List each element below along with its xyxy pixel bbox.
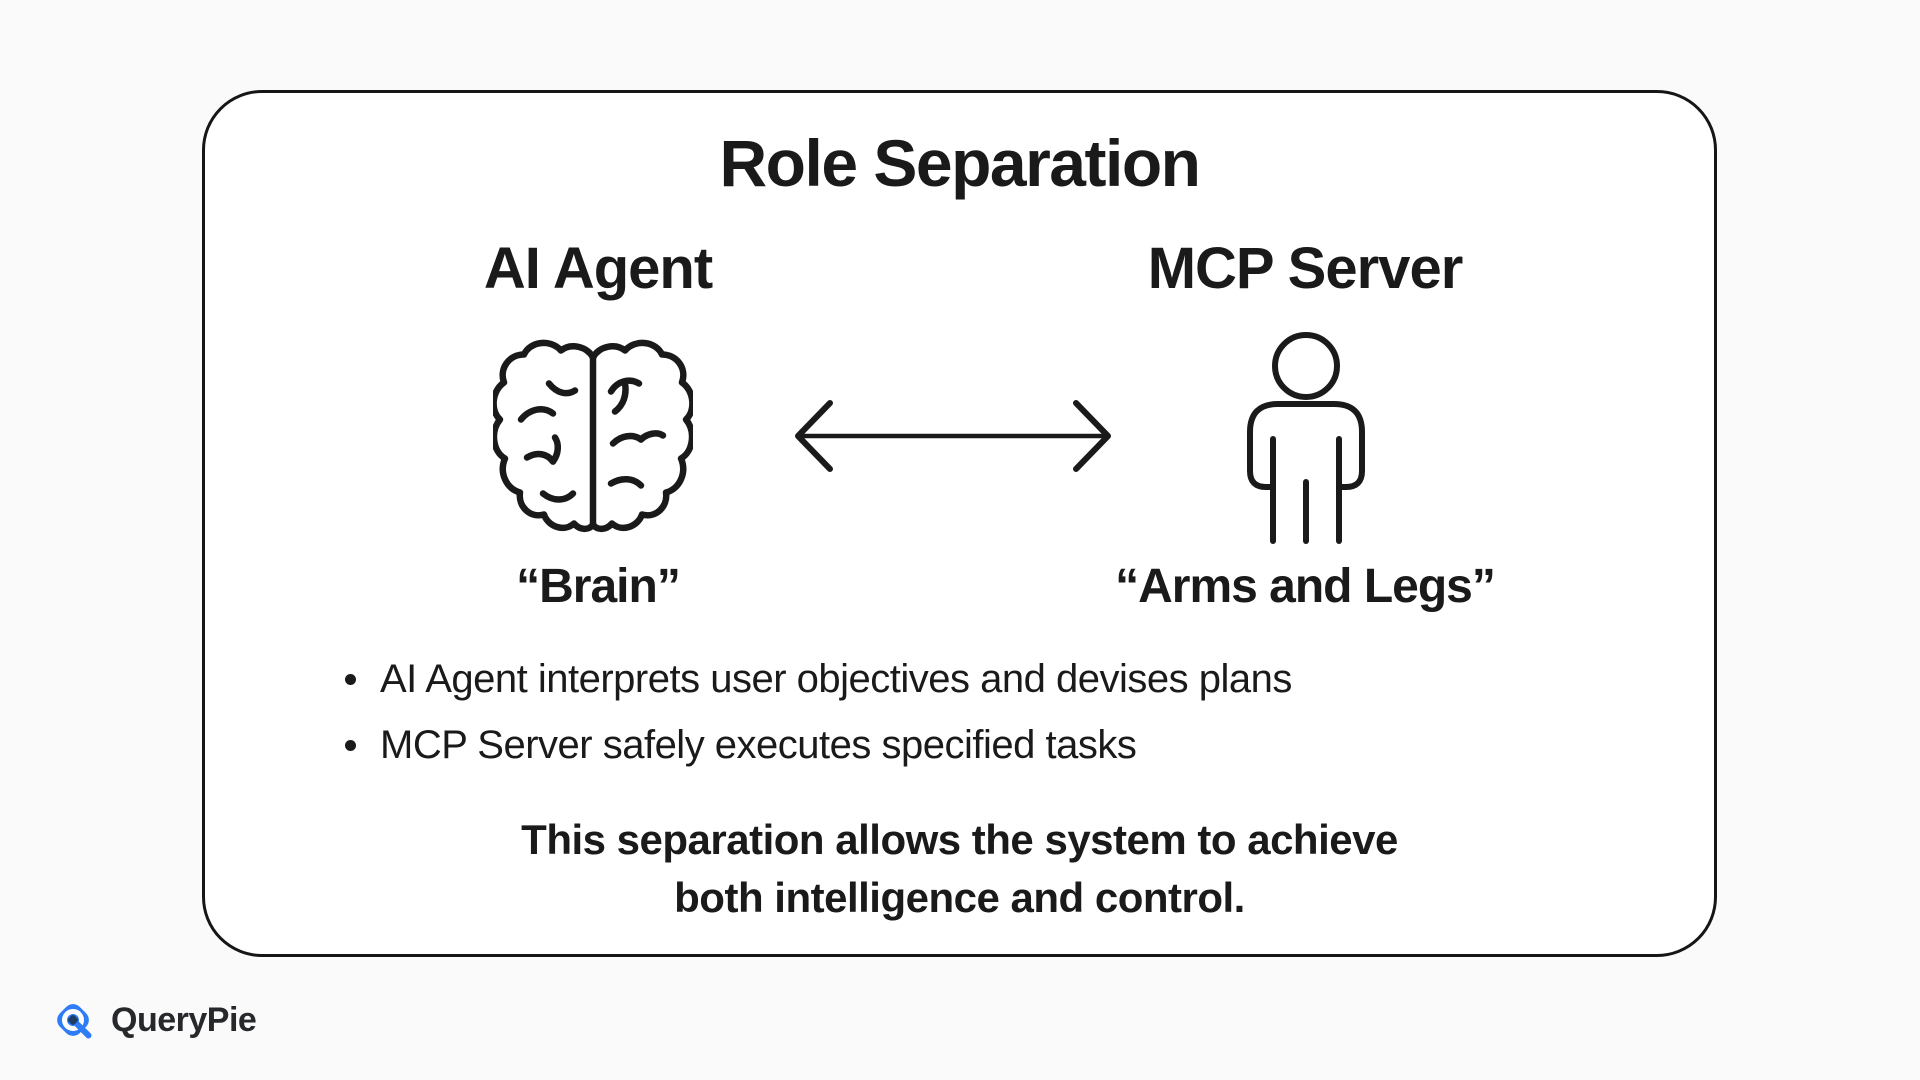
querypie-logo: QueryPie bbox=[48, 996, 257, 1044]
closing-line-1: This separation allows the system to ach… bbox=[521, 816, 1398, 863]
closing-line-2: both intelligence and control. bbox=[674, 874, 1245, 921]
ai-agent-heading: AI Agent bbox=[483, 236, 713, 301]
brain-icon bbox=[493, 331, 693, 548]
list-item: AI Agent interprets user objectives and … bbox=[345, 653, 1292, 705]
bullet-dot-icon bbox=[345, 740, 356, 751]
bullet-text-ai-agent: AI Agent interprets user objectives and … bbox=[380, 657, 1292, 701]
brand-name: QueryPie bbox=[111, 1000, 257, 1039]
bidirectional-arrow-icon bbox=[788, 391, 1118, 481]
bullet-list: AI Agent interprets user objectives and … bbox=[345, 653, 1292, 785]
querypie-logo-icon bbox=[48, 996, 98, 1044]
bullet-dot-icon bbox=[345, 674, 356, 685]
role-separation-card: Role Separation AI Agent MCP Server bbox=[202, 90, 1717, 957]
bullet-text-mcp-server: MCP Server safely executes specified tas… bbox=[380, 723, 1137, 767]
arms-legs-caption: “Arms and Legs” bbox=[1115, 560, 1496, 613]
mcp-server-heading: MCP Server bbox=[1147, 236, 1464, 301]
page-title: Role Separation bbox=[719, 126, 1201, 200]
list-item: MCP Server safely executes specified tas… bbox=[345, 719, 1292, 771]
brain-caption: “Brain” bbox=[516, 560, 681, 613]
person-icon bbox=[1246, 331, 1366, 548]
closing-statement: This separation allows the system to ach… bbox=[205, 811, 1714, 927]
